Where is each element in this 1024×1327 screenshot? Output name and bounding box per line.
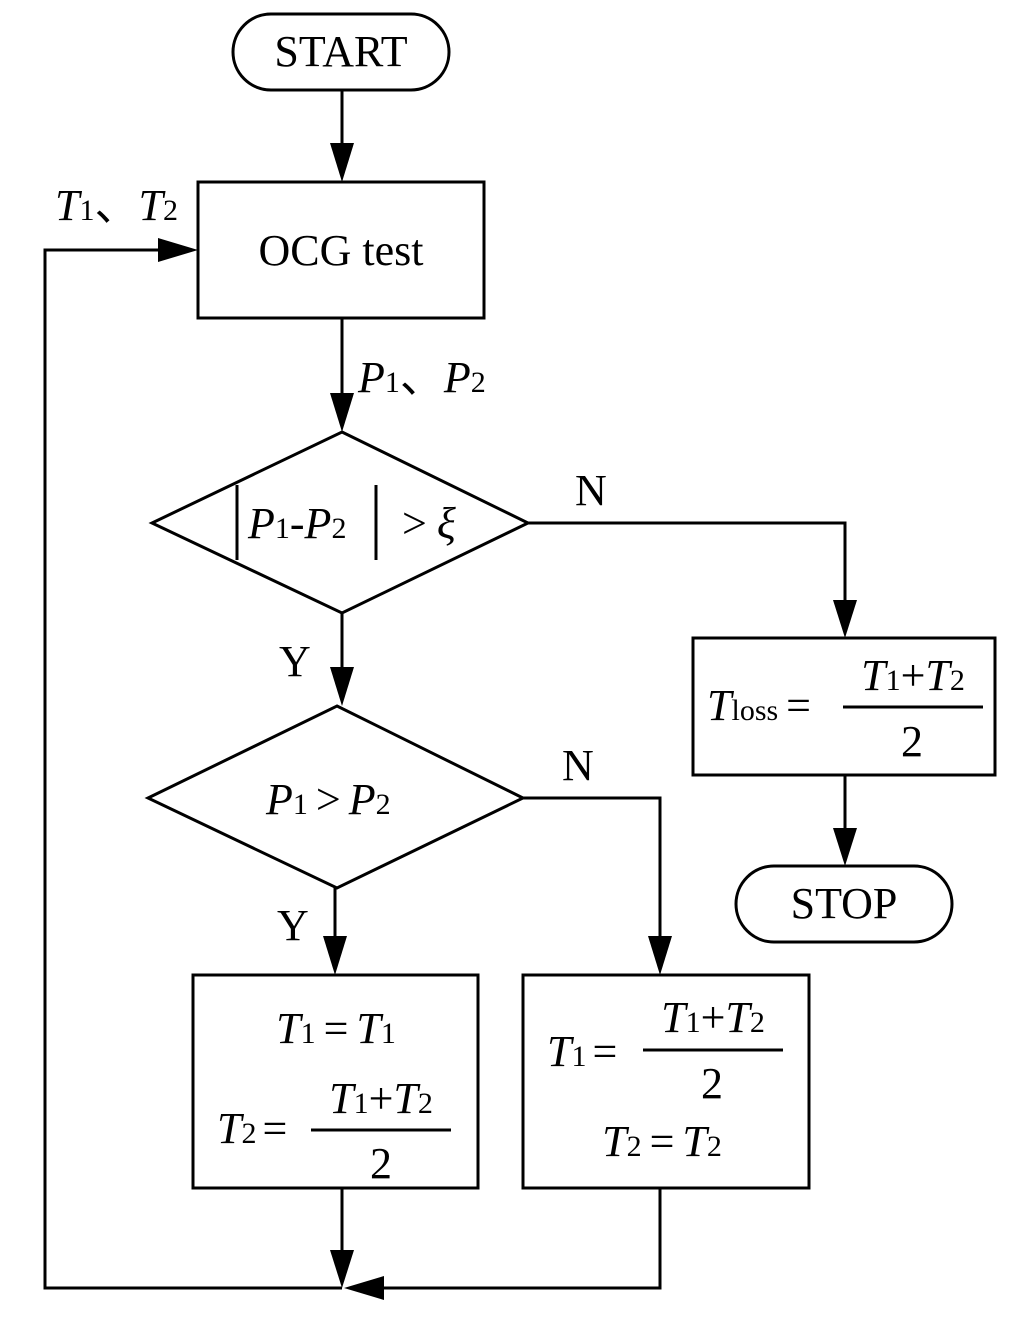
arrowhead-down-stop	[833, 828, 857, 866]
loss-denominator: 2	[901, 717, 923, 766]
right-line1-lhs: T1=	[547, 1027, 617, 1076]
decision1-yes-label: Y	[279, 637, 311, 686]
left-line2-denominator: 2	[370, 1139, 392, 1188]
decision1-comparison: >ξ	[402, 499, 456, 548]
arrowhead-down-left-box	[323, 936, 347, 975]
arrowhead-right-test	[158, 238, 198, 262]
right-line1-denominator: 2	[701, 1059, 723, 1108]
right-line1-numerator: T1+T2	[661, 993, 765, 1042]
connectors	[43, 90, 847, 1290]
arrowheads	[158, 143, 857, 1300]
loop-back-line	[43, 248, 342, 1290]
ocg-test-process	[196, 180, 486, 320]
arrowhead-down-merge	[330, 1250, 354, 1288]
stop-terminal	[734, 864, 954, 944]
left-update-box	[191, 973, 480, 1190]
decision2-diamond	[144, 704, 527, 890]
decision2-expression: P1>P2	[265, 775, 391, 824]
right-line2: T2=T2	[602, 1117, 722, 1166]
arrowhead-left-merge	[344, 1276, 384, 1300]
process-label: OCG test	[259, 226, 424, 275]
start-label: START	[274, 27, 407, 76]
input-label: T1、T2	[55, 181, 178, 230]
decision1-no-label: N	[575, 466, 607, 515]
loss-numerator: T1+T2	[861, 651, 965, 700]
output-label: P1、P2	[357, 353, 486, 402]
arrowhead-down-decision1	[330, 393, 354, 432]
decision2-no-line	[523, 796, 662, 940]
arrowhead-down-right-box	[648, 936, 672, 975]
left-line2-numerator: T1+T2	[329, 1074, 433, 1123]
arrowhead-down-loss	[833, 600, 857, 638]
decision1-no-line	[528, 521, 847, 605]
arrowhead-down-decision2	[330, 667, 354, 706]
decision2-yes-label: Y	[277, 901, 309, 950]
right-box-return-line	[382, 1188, 662, 1290]
left-line1: T1=T1	[276, 1004, 396, 1053]
left-line2-lhs: T2=	[217, 1104, 287, 1153]
stop-label: STOP	[791, 879, 898, 928]
decision1-diamond	[148, 430, 532, 615]
decision1-expression: P1-P2	[247, 499, 346, 548]
start-terminal	[231, 12, 451, 92]
decision2-no-label: N	[562, 741, 594, 790]
loss-lhs: Tloss=	[707, 681, 811, 730]
arrowhead-down-test	[330, 143, 354, 182]
right-update-box	[521, 973, 811, 1190]
